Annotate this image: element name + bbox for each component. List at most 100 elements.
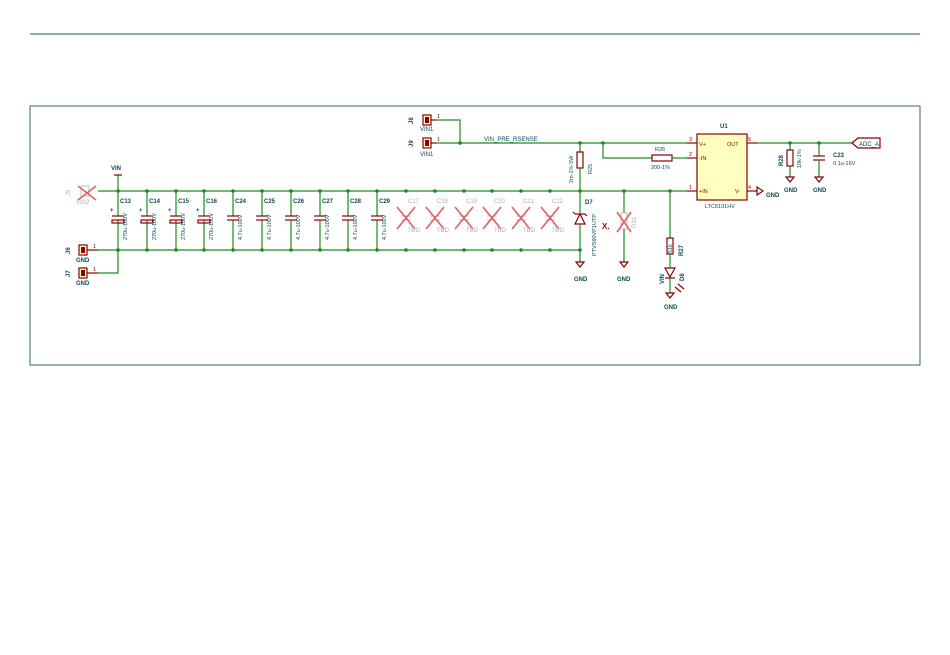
gnd-label: GND [813, 188, 827, 194]
junction [578, 189, 582, 193]
r27-value: 51k [668, 244, 674, 253]
resistor-r25[interactable] [576, 151, 584, 169]
capacitor-c13[interactable]: + C13 270u-100V [110, 189, 132, 252]
j6-label: GND [76, 258, 90, 264]
cap-ref: C17 [408, 199, 420, 205]
u1-pin-out: OUT [727, 142, 739, 148]
gnd-icon [813, 176, 825, 183]
cap-value: 270u-100V [181, 213, 187, 240]
connector-j8[interactable]: J8 1 VIN1 [409, 114, 440, 133]
j8-ref: J8 [409, 117, 415, 124]
connector-j5-dnp[interactable]: J5 VIN2 [66, 185, 97, 206]
d7-value: PTVS60VP1UTP [592, 214, 598, 256]
cap-value: 270u-100V [152, 213, 158, 240]
u1-pin-vminus: V- [735, 189, 740, 195]
junction [490, 189, 494, 193]
junction [433, 189, 437, 193]
connector-j6[interactable]: J6 1 GND [66, 244, 98, 264]
j5-label: VIN2 [76, 200, 90, 206]
junction [548, 189, 552, 193]
resistor-r28[interactable] [786, 149, 794, 167]
junction [668, 189, 672, 193]
r25-ref: R25 [588, 164, 594, 174]
junction [404, 189, 408, 193]
resistor-r31-dnp[interactable]: R31 [616, 211, 638, 233]
r26-ref: R26 [655, 147, 665, 153]
capacitor-c26[interactable]: C26 4.7u-100V [285, 189, 305, 252]
d8-ref: D8 [680, 273, 686, 281]
connector-j7[interactable]: J7 1 GND [66, 267, 98, 287]
gnd-label: GND [617, 277, 631, 283]
cap-ref: C24 [235, 199, 247, 205]
sheet-border [29, 105, 921, 366]
plus-sign: + [139, 208, 143, 214]
u1-value: LTC6101HV [705, 204, 735, 210]
junction [578, 248, 582, 252]
cap-value: 4.7u-100V [267, 214, 273, 240]
capacitor-c16[interactable]: + C16 270u-100V [196, 189, 218, 252]
cap-ref: C14 [149, 199, 161, 205]
cap-value: 270u-100V [209, 213, 215, 240]
connector-j9[interactable]: J9 1 VIN1 [409, 137, 440, 158]
u1-pin-inneg: -IN [699, 156, 706, 162]
j7-label: GND [76, 281, 90, 287]
cap-ref: C29 [379, 199, 391, 205]
r27-ref: R27 [679, 244, 685, 256]
cap-value: TBD [437, 228, 450, 234]
u1-pin-num: 5 [748, 137, 751, 143]
d7-ref: D7 [585, 200, 593, 206]
junction [433, 248, 437, 252]
junction [462, 189, 466, 193]
ic-u1[interactable]: U1 LTC6101HV V+ -IN +IN OUT V- [696, 124, 748, 210]
net-label-vin-pre-rsense: VIN_PRE_RSENSE [484, 137, 538, 143]
cap-value: 4.7u-100V [296, 214, 302, 240]
plus-sign: + [110, 208, 114, 214]
c23-value: 0.1u-16V [833, 161, 856, 167]
capacitor-c25[interactable]: C25 4.7u-100V [256, 189, 276, 252]
cap-ref: C26 [293, 199, 305, 205]
r31-dnp-mark: X. [602, 222, 610, 231]
vin-label: VIN [111, 166, 121, 172]
cap-ref: C22 [552, 199, 564, 205]
cap-ref: C25 [264, 199, 276, 205]
wire-j7-gnd [98, 250, 119, 274]
cap-ref: C21 [523, 199, 535, 205]
j6-ref: J6 [66, 247, 72, 254]
gnd-icon [664, 292, 676, 299]
junction [519, 248, 523, 252]
cap-value: 270u-100V [123, 213, 129, 240]
gnd-icon [618, 261, 630, 268]
gnd-arrow-icon [756, 185, 765, 197]
plus-sign: + [196, 208, 200, 214]
junction [622, 189, 626, 193]
cap-value: TBD [408, 228, 421, 234]
cap-ref: C16 [206, 199, 218, 205]
adc-a-port[interactable] [851, 137, 881, 149]
cap-value: TBD [494, 228, 507, 234]
capacitor-c14[interactable]: + C14 270u-100V [139, 189, 161, 252]
junction [548, 248, 552, 252]
u1-pin-num: 2 [689, 152, 692, 158]
junction [404, 248, 408, 252]
j6-pin: 1 [93, 244, 96, 250]
u1-pin-num: 3 [689, 137, 692, 143]
j9-ref: J9 [409, 140, 415, 147]
junction [458, 141, 462, 145]
gnd-label: GND [766, 193, 780, 199]
junction [462, 248, 466, 252]
j5-ref: J5 [66, 189, 72, 196]
cap-ref: C13 [120, 199, 132, 205]
resistor-r26[interactable] [651, 154, 673, 162]
